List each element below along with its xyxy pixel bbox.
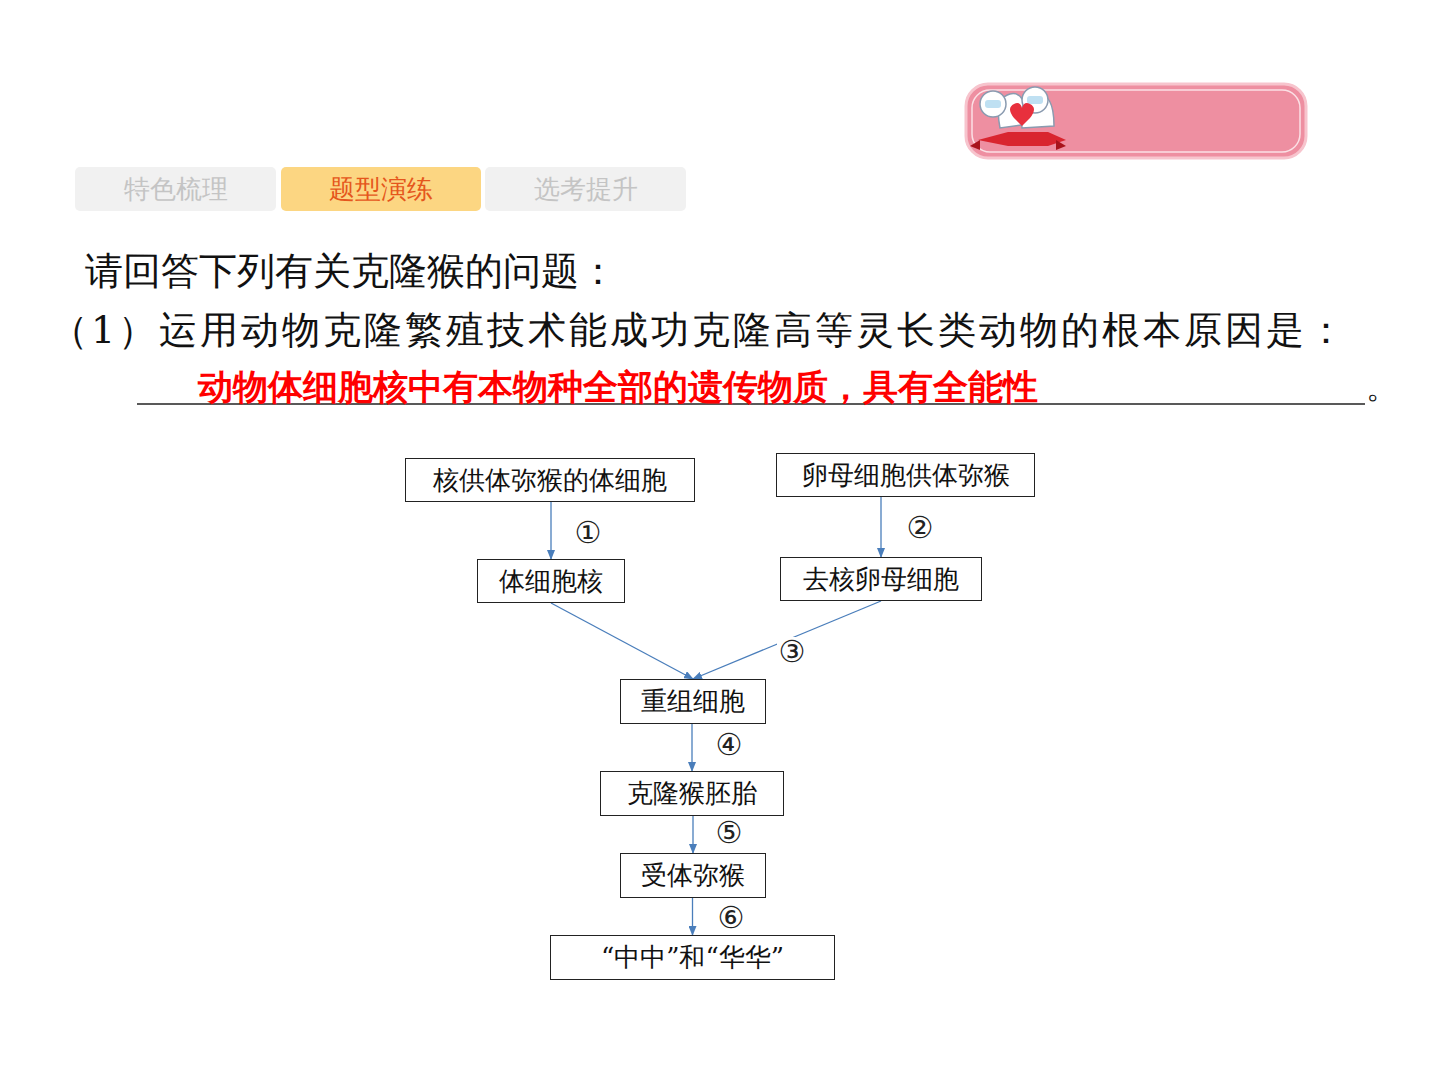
node-text: 特色梳理 — [124, 172, 228, 207]
nav-tab: 特色梳理 — [75, 167, 276, 211]
node-text: 克隆猴胚胎 — [627, 776, 757, 811]
node-text: 重组细胞 — [641, 684, 745, 719]
nav-tab-active: 题型演练 — [281, 167, 481, 211]
process-box: 去核卵母细胞 — [780, 557, 982, 601]
flow-arrow — [880, 497, 881, 557]
node-text: 选考提升 — [534, 172, 638, 207]
process-box: 重组细胞 — [620, 679, 766, 724]
node-text: 核供体弥猴的体细胞 — [433, 463, 667, 498]
process-box: 克隆猴胚胎 — [600, 771, 784, 816]
node-text: 卵母细胞供体弥猴 — [802, 458, 1010, 493]
result-box: “中中”和“华华” — [550, 935, 835, 980]
question-heading: 请回答下列有关克隆猴的问题： — [85, 246, 617, 297]
flow-arrow — [550, 502, 551, 559]
node-text: “中中”和“华华” — [601, 940, 784, 975]
node-text: 受体弥猴 — [641, 858, 745, 893]
cartoon-doctors — [970, 87, 1066, 150]
node-text: 去核卵母细胞 — [803, 562, 959, 597]
step-number: ② — [905, 513, 936, 543]
step-number: ⑥ — [716, 903, 747, 933]
flow-arrow — [693, 601, 881, 679]
flow-arrow — [691, 724, 692, 771]
answer-text: 动物体细胞核中有本物种全部的遗传物质，具有全能性 — [198, 364, 1038, 411]
node-text: 题型演练 — [329, 172, 433, 207]
process-box: 体细胞核 — [477, 559, 625, 603]
step-number: ⑤ — [714, 818, 745, 848]
process-box: 卵母细胞供体弥猴 — [776, 453, 1035, 497]
process-box: 受体弥猴 — [620, 853, 766, 898]
node-text: 体细胞核 — [499, 564, 603, 599]
punctuation: 。 — [1366, 366, 1398, 410]
flow-arrow — [692, 898, 693, 935]
flow-arrow — [692, 816, 693, 853]
question-text: （1）运用动物克隆繁殖技术能成功克隆高等灵长类动物的根本原因是： — [50, 302, 1395, 358]
step-number: ③ — [777, 637, 808, 667]
banner-inner-border — [972, 90, 1300, 152]
nav-tab: 选考提升 — [485, 167, 686, 211]
banner — [966, 84, 1306, 158]
flow-arrow — [551, 603, 693, 679]
step-number: ④ — [714, 730, 745, 760]
step-number: ① — [573, 518, 604, 548]
process-box: 核供体弥猴的体细胞 — [405, 458, 695, 502]
